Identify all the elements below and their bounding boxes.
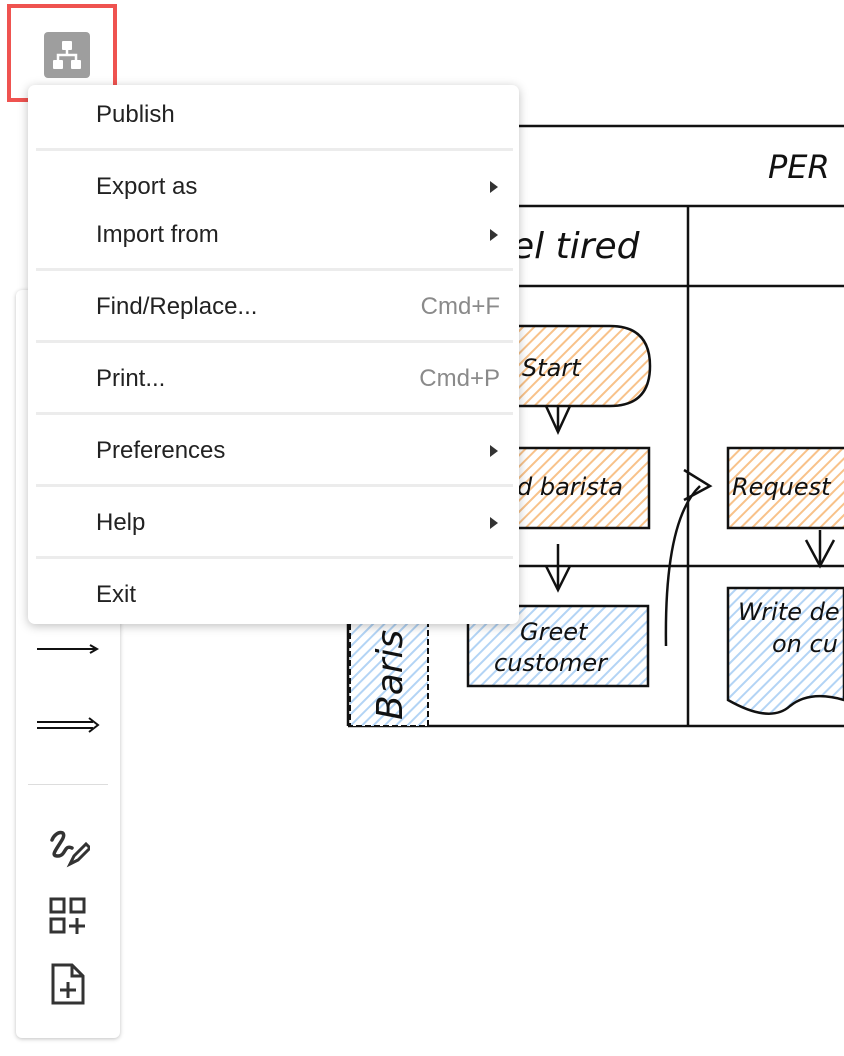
menu-item-label: Print...: [96, 365, 166, 392]
freehand-draw-icon[interactable]: [16, 824, 120, 872]
menu-item-shortcut: Cmd+F: [420, 293, 500, 320]
submenu-arrow-icon: [490, 229, 498, 241]
toolbar-divider: [28, 784, 108, 785]
connector-arrow[interactable]: [804, 530, 836, 569]
start-label: Start: [522, 354, 582, 382]
request-process-shape[interactable]: Request: [726, 446, 844, 530]
menu-divider: [36, 148, 513, 151]
menu-item-publish[interactable]: Publish: [28, 93, 519, 137]
barista-label: d barista: [517, 473, 623, 501]
submenu-arrow-icon: [490, 517, 498, 529]
menu-item-exit[interactable]: Exit: [28, 573, 519, 617]
menu-item-label: Find/Replace...: [96, 293, 258, 320]
greet-label-line1: Greet: [520, 618, 589, 646]
add-shape-library-icon[interactable]: [16, 892, 120, 940]
app-menu-dropdown: Publish Export as Import from Find/Repla…: [28, 85, 519, 624]
menu-divider: [36, 340, 513, 343]
write-document-shape[interactable]: Write de on cu: [726, 586, 844, 715]
greet-label-line2: customer: [494, 649, 609, 677]
diagram-tree-icon: [53, 41, 81, 69]
connector-arrow[interactable]: [544, 405, 572, 435]
menu-item-label: Preferences: [96, 437, 226, 464]
menu-item-import-from[interactable]: Import from: [28, 213, 519, 257]
menu-item-label: Import from: [96, 221, 219, 248]
write-label-line1: Write de: [738, 598, 840, 626]
menu-item-label: Help: [96, 509, 146, 536]
menu-divider: [36, 268, 513, 271]
write-label-line2: on cu: [772, 630, 838, 658]
barista-process-shape[interactable]: d barista: [513, 446, 651, 530]
menu-divider: [36, 484, 513, 487]
start-shape[interactable]: Start: [513, 324, 652, 408]
submenu-arrow-icon: [490, 181, 498, 193]
menu-divider: [36, 412, 513, 415]
submenu-arrow-icon: [490, 445, 498, 457]
menu-item-print[interactable]: Print... Cmd+P: [28, 357, 519, 401]
app-menu-button[interactable]: [44, 32, 90, 78]
pool-title: PER: [768, 148, 830, 186]
lane-label-text: Baris: [370, 630, 411, 720]
menu-item-label: Export as: [96, 173, 198, 200]
menu-item-shortcut: Cmd+P: [419, 365, 500, 392]
double-arrow-icon[interactable]: [16, 708, 120, 742]
menu-item-find-replace[interactable]: Find/Replace... Cmd+F: [28, 285, 519, 329]
menu-item-label: Publish: [96, 101, 175, 128]
arrow-icon[interactable]: [16, 632, 120, 666]
menu-item-preferences[interactable]: Preferences: [28, 429, 519, 473]
connector-arrow[interactable]: [544, 544, 572, 593]
menu-item-help[interactable]: Help: [28, 501, 519, 545]
request-label: Request: [732, 473, 832, 501]
connector-arrow[interactable]: [664, 468, 713, 647]
menu-item-label: Exit: [96, 581, 137, 608]
lane-header: el tired: [512, 226, 641, 267]
new-page-icon[interactable]: [16, 960, 120, 1008]
menu-divider: [36, 556, 513, 559]
menu-item-export-as[interactable]: Export as: [28, 165, 519, 209]
